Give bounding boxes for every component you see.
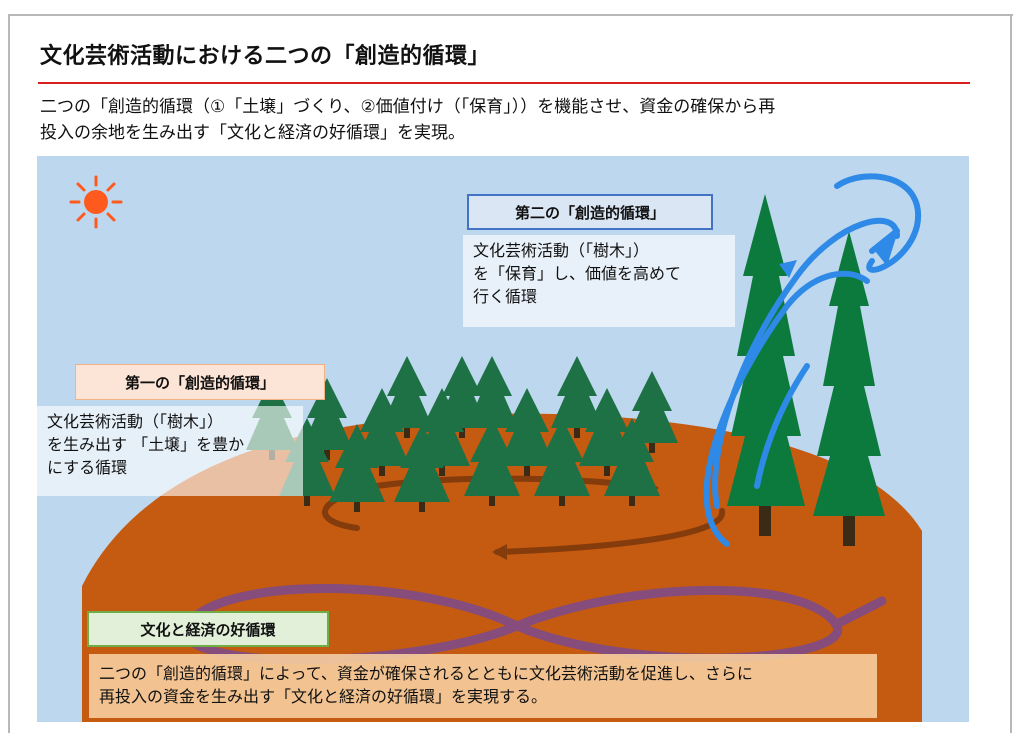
economy-cycle-description: 二つの「創造的循環」によって、資金が確保されるとともに文化芸術活動を促進し、さら… (89, 654, 877, 718)
economy-cycle-label: 文化と経済の好循環 (87, 611, 329, 647)
first-cycle-desc-line-2: を生み出す 「土壌」を豊か (47, 435, 245, 454)
second-cycle-desc-line-1: 文化芸術活動（「樹木」） (473, 241, 650, 260)
second-cycle-description: 文化芸術活動（「樹木」） を「保育」し、価値を高めて 行く循環 (463, 235, 735, 327)
first-cycle-description: 文化芸術活動（「樹木」） を生み出す 「土壌」を豊か にする循環 (37, 406, 303, 496)
second-cycle-label: 第二の「創造的循環」 (467, 194, 713, 230)
sun-icon (69, 175, 123, 229)
title-underline (38, 82, 970, 84)
economy-cycle-desc-line-2: 再投入の資金を生み出す「文化と経済の好循環」を実現する。 (99, 687, 548, 706)
tall-tree-icon (727, 194, 885, 546)
lead-line-2: 投入の余地を生み出す「文化と経済の好循環」を実現。 (40, 123, 465, 143)
cycle-diagram: 第一の「創造的循環」 文化芸術活動（「樹木」） を生み出す 「土壌」を豊か にす… (37, 156, 969, 722)
economy-cycle-desc-line-1: 二つの「創造的循環」によって、資金が確保されるとともに文化芸術活動を促進し、さら… (99, 664, 753, 683)
second-cycle-desc-line-2: を「保育」し、価値を高めて (473, 264, 682, 283)
first-cycle-desc-line-3: にする循環 (47, 458, 128, 477)
second-cycle-desc-line-3: 行く循環 (473, 287, 538, 306)
first-cycle-desc-line-1: 文化芸術活動（「樹木」） (47, 412, 224, 431)
frame-left-border (8, 14, 10, 733)
first-cycle-label: 第一の「創造的循環」 (75, 364, 325, 400)
second-cycle-arrow (703, 173, 922, 547)
frame-right-border (1010, 14, 1012, 733)
second-cycle-arrowhead-1 (779, 260, 797, 278)
lead-line-1: 二つの「創造的循環（①「土壌」づくり、②価値付け（「保育」））を機能させ、資金の… (40, 97, 776, 117)
second-cycle-arrowhead-2 (875, 228, 899, 266)
page-title: 文化芸術活動における二つの「創造的循環」 (40, 44, 491, 69)
frame-top-border (8, 14, 1013, 16)
lead-text: 二つの「創造的循環（①「土壌」づくり、②価値付け（「保育」））を機能させ、資金の… (40, 94, 1000, 146)
